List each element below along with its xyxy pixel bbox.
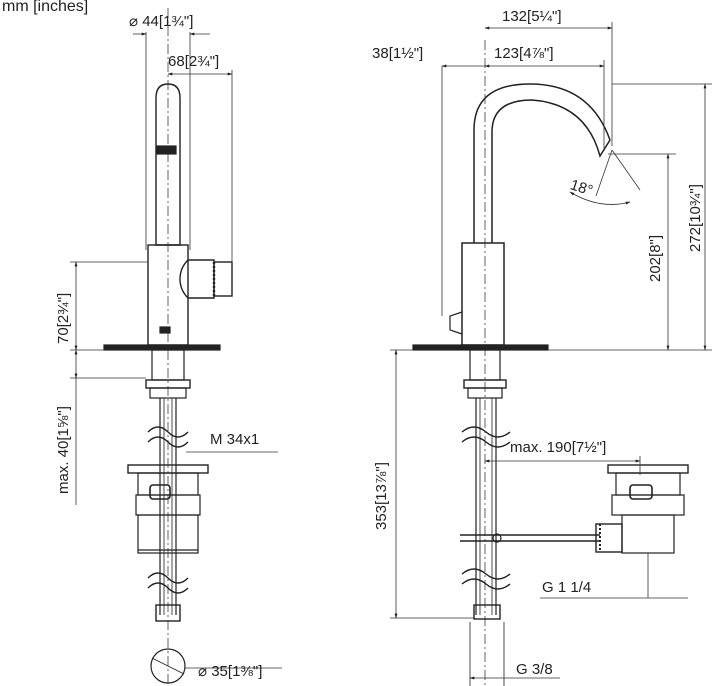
dim-spout-reach-mm: 132 [502,8,527,25]
dim-max-drain-mm: max. 190 [510,439,572,456]
dim-spout-reach-inch: 5¼" [531,8,557,25]
dim-below-deck-inch: 13⅞" [373,466,390,501]
side-spout [155,83,181,246]
dim-handle-reach-mm: 68 [168,53,185,70]
dim-body-offset-inch: 1½" [393,45,419,62]
front-body [461,242,505,346]
dim-handle-reach-inch: 2¾" [189,53,215,70]
dim-body-diameter-prefix: ⌀ [129,13,138,30]
dim-hole-diameter-mm: 35 [211,663,228,680]
front-dimension-lines [390,22,712,680]
dim-supply-thread: G 3/8 [516,661,553,678]
svg-text:⌀ 35[1⅜"]: ⌀ 35[1⅜"] [198,663,262,680]
front-dimension-text: 132[5¼"] 123[4⅞"] 38[1½"] 18° 202[8"] 27… [372,8,704,678]
svg-text:max. 190[7½"]: max. 190[7½"] [510,439,606,456]
dim-hole-diameter-prefix: ⌀ [198,663,207,680]
front-spout [473,83,611,243]
dim-body-diameter-mm: 44 [142,13,159,30]
svg-text:272[10¾"]: 272[10¾"] [687,184,704,252]
dim-thread-label: M 34x1 [210,431,259,448]
svg-text:68[2¾"]: 68[2¾"] [168,53,219,70]
side-view [103,8,233,686]
svg-text:70[2¾"]: 70[2¾"] [55,293,72,344]
svg-text:38[1½"]: 38[1½"] [372,45,423,62]
side-hole-circle [150,648,186,684]
dim-total-height-inch: 10¾" [687,188,704,223]
dim-base-height-inch: 2¾" [55,297,72,323]
side-handle [179,259,215,299]
dim-base-height-mm: 70 [55,327,72,344]
svg-text:123[4⅞"]: 123[4⅞"] [494,45,554,62]
dim-below-deck-mm: 353 [373,505,390,530]
side-dimension-text: ⌀ 44[1¾"] 68[2¾"] 70[2¾"] max. 40[1⅝"] M… [55,13,262,680]
dim-drain-thread: G 1 1/4 [542,579,591,596]
dim-max-thickness-inch: 1⅝" [55,410,72,436]
side-aerator [156,145,177,155]
dim-spout-center-mm: 123 [494,45,519,62]
svg-text:353[13⅞"]: 353[13⅞"] [373,462,390,530]
front-lever [449,311,463,335]
svg-text:max. 40[1⅝"]: max. 40[1⅝"] [55,406,72,494]
dim-spout-center-inch: 4⅞" [523,45,549,62]
units-caption: mm [inches] [2,0,89,15]
side-dimension-lines [70,32,282,669]
side-deck-plate [103,344,221,351]
dim-outlet-height-inch: 8" [647,239,664,253]
dim-angle: 18° [568,176,595,199]
front-view [412,40,689,686]
svg-text:⌀ 44[1¾"]: ⌀ 44[1¾"] [129,13,193,30]
dim-body-offset-mm: 38 [372,45,389,62]
dim-max-thickness-mm: max. 40 [55,441,72,494]
front-deck-plate [412,344,549,351]
svg-text:132[5¼"]: 132[5¼"] [502,8,562,25]
dim-max-drain-inch: 7½" [576,439,602,456]
dim-body-diameter-inch: 1¾" [163,13,189,30]
dim-outlet-height-mm: 202 [647,257,664,282]
side-indicator [159,326,171,334]
svg-text:202[8"]: 202[8"] [647,235,664,282]
side-handle-cap [213,261,233,297]
dim-total-height-mm: 272 [687,227,704,252]
front-drain-flange [607,464,689,474]
dim-hole-diameter-inch: 1⅜" [232,663,258,680]
